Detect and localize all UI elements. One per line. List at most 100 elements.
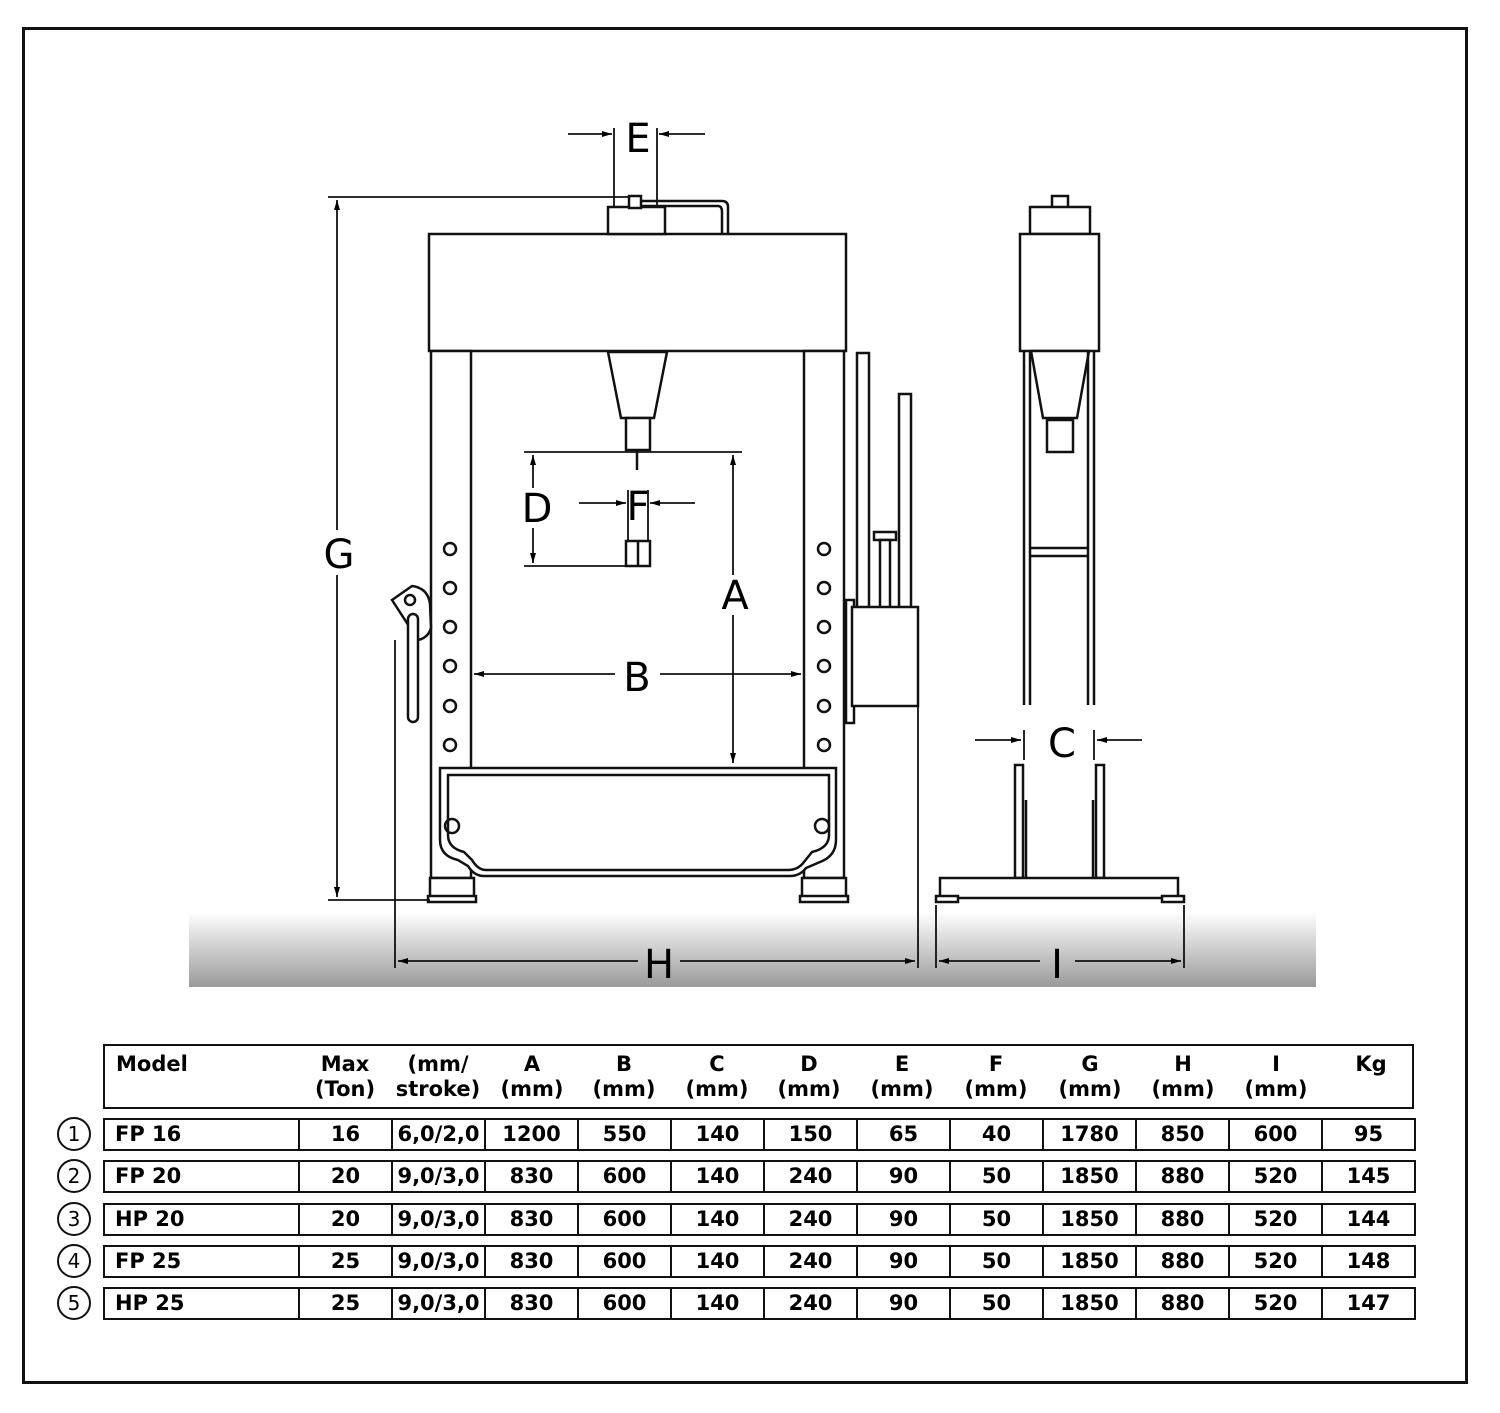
table-cell: 140: [670, 1160, 765, 1193]
header-d: D(mm): [777, 1052, 841, 1101]
dimension-lines: [328, 128, 1185, 968]
table-cell: 140: [670, 1118, 765, 1151]
table-cell: 140: [670, 1287, 765, 1320]
row-number-badge: 3: [57, 1202, 91, 1236]
row-number-badge: 5: [57, 1286, 91, 1320]
table-cell: 95: [1321, 1118, 1416, 1151]
model-cell: HP 25: [103, 1287, 300, 1320]
table-cell: 50: [949, 1245, 1044, 1278]
table-cell: 1850: [1042, 1287, 1137, 1320]
side-view: [934, 194, 1186, 904]
floor: [189, 912, 1316, 987]
table-cell: 600: [577, 1160, 672, 1193]
dim-label-c: C: [1048, 721, 1076, 767]
table-cell: 25: [298, 1245, 393, 1278]
table-cell: 240: [763, 1245, 858, 1278]
table-cell: 520: [1228, 1160, 1323, 1193]
dim-label-d: D: [522, 486, 553, 532]
table-cell: 16: [298, 1118, 393, 1151]
table-cell: 1850: [1042, 1160, 1137, 1193]
row-number-badge: 4: [57, 1244, 91, 1278]
header-a: A(mm): [500, 1052, 564, 1101]
table-cell: 90: [856, 1245, 951, 1278]
table-cell: 1850: [1042, 1245, 1137, 1278]
table-cell: 90: [856, 1287, 951, 1320]
table-cell: 520: [1228, 1245, 1323, 1278]
dim-label-b: B: [623, 655, 650, 701]
table-cell: 147: [1321, 1287, 1416, 1320]
header-i: I(mm): [1244, 1052, 1308, 1101]
row-number-badge: 1: [57, 1117, 91, 1151]
dim-label-g: G: [324, 532, 355, 578]
table-cell: 880: [1135, 1203, 1230, 1236]
header-max: Max(Ton): [314, 1052, 376, 1101]
front-view: [390, 194, 920, 904]
model-cell: FP 16: [103, 1118, 300, 1151]
table-cell: 240: [763, 1203, 858, 1236]
table-cell: 20: [298, 1160, 393, 1193]
table-cell: 1780: [1042, 1118, 1137, 1151]
table-cell: 830: [484, 1203, 579, 1236]
header-g: G(mm): [1058, 1052, 1122, 1101]
table-cell: 880: [1135, 1160, 1230, 1193]
table-cell: 150: [763, 1118, 858, 1151]
table-cell: 40: [949, 1118, 1044, 1151]
page-frame: [22, 27, 1468, 1384]
dim-label-f: F: [626, 484, 649, 530]
table-cell: 90: [856, 1203, 951, 1236]
dim-label-e: E: [625, 116, 650, 162]
header-f: F(mm): [964, 1052, 1028, 1101]
table-cell: 50: [949, 1203, 1044, 1236]
header-b: B(mm): [592, 1052, 656, 1101]
dim-label-a: A: [721, 573, 749, 619]
table-cell: 520: [1228, 1203, 1323, 1236]
table-cell: 830: [484, 1287, 579, 1320]
table-cell: 140: [670, 1203, 765, 1236]
table-header: Model Max(Ton) (mm/stroke) A(mm) B(mm) C…: [103, 1044, 1414, 1109]
table-cell: 880: [1135, 1245, 1230, 1278]
header-e: E(mm): [870, 1052, 934, 1101]
table-cell: 850: [1135, 1118, 1230, 1151]
table-cell: 145: [1321, 1160, 1416, 1193]
header-speed: (mm/stroke): [395, 1052, 481, 1101]
table-cell: 148: [1321, 1245, 1416, 1278]
table-cell: 880: [1135, 1287, 1230, 1320]
header-h: H(mm): [1151, 1052, 1215, 1101]
table-cell: 6,0/2,0: [391, 1118, 486, 1151]
table-cell: 50: [949, 1287, 1044, 1320]
table-cell: 90: [856, 1160, 951, 1193]
table-cell: 600: [577, 1203, 672, 1236]
table-cell: 25: [298, 1287, 393, 1320]
table-cell: 240: [763, 1287, 858, 1320]
table-cell: 830: [484, 1160, 579, 1193]
header-c: C(mm): [685, 1052, 749, 1101]
table-cell: 600: [1228, 1118, 1323, 1151]
table-cell: 600: [577, 1245, 672, 1278]
dim-label-h: H: [644, 942, 674, 988]
model-cell: HP 20: [103, 1203, 300, 1236]
model-cell: FP 25: [103, 1245, 300, 1278]
table-cell: 550: [577, 1118, 672, 1151]
table-cell: 20: [298, 1203, 393, 1236]
table-cell: 144: [1321, 1203, 1416, 1236]
table-cell: 830: [484, 1245, 579, 1278]
table-cell: 520: [1228, 1287, 1323, 1320]
row-number-badge: 2: [57, 1159, 91, 1193]
table-cell: 240: [763, 1160, 858, 1193]
dim-label-i: I: [1051, 942, 1063, 988]
table-cell: 600: [577, 1287, 672, 1320]
table-cell: 1850: [1042, 1203, 1137, 1236]
table-cell: 140: [670, 1245, 765, 1278]
header-model: Model: [116, 1052, 188, 1076]
press-drawing: E G D F A B C H I: [189, 116, 1316, 988]
table-cell: 50: [949, 1160, 1044, 1193]
table-cell: 9,0/3,0: [391, 1287, 486, 1320]
header-kg: Kg: [1355, 1052, 1387, 1076]
model-cell: FP 20: [103, 1160, 300, 1193]
table-cell: 65: [856, 1118, 951, 1151]
